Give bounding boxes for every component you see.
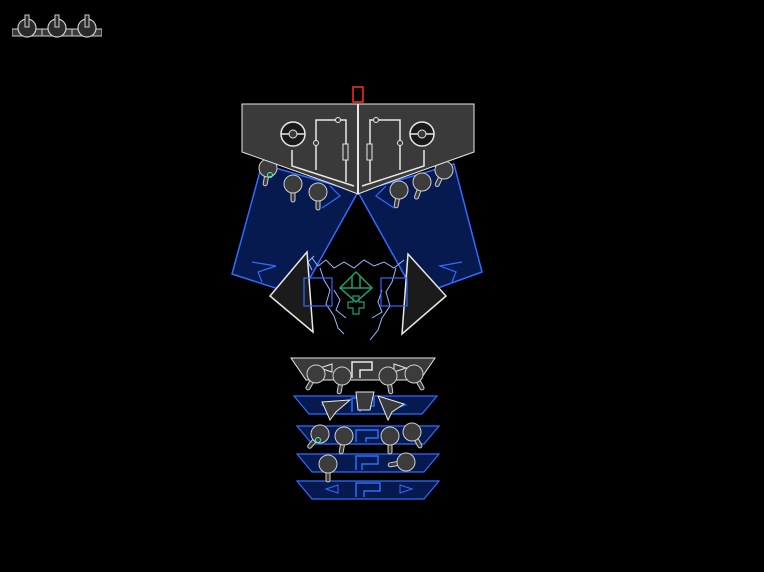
gray-dome-turret-icon [283, 174, 303, 203]
upper-turret-row [258, 158, 454, 211]
lives-indicator [12, 12, 102, 42]
gray-dome-turret-icon [404, 364, 425, 391]
left-wing-blade [268, 250, 314, 334]
gray-dome-turret-icon [378, 366, 398, 395]
gray-dome-turret-icon [412, 172, 432, 200]
tail-segment-4 [295, 453, 441, 473]
green-marker-icon [315, 437, 321, 443]
ship-life-icon [12, 14, 42, 38]
tail-segment-5 [295, 480, 441, 500]
gray-dome-turret-icon [389, 180, 409, 209]
gray-dome-turret-icon [318, 454, 338, 483]
gray-dome-turret-icon [387, 452, 416, 472]
gray-dome-turret-icon [334, 426, 354, 455]
gray-dome-turret-icon [380, 426, 400, 455]
top-hull [241, 103, 475, 195]
ship-life-icon [42, 14, 72, 38]
lower-turret-group [305, 364, 425, 483]
gray-dome-turret-icon [305, 364, 326, 391]
right-eye-pod [409, 121, 435, 147]
gray-dome-turret-icon [332, 366, 352, 395]
ship-life-icon [72, 14, 102, 38]
red-weak-point-icon [352, 86, 364, 103]
gray-dome-turret-icon [308, 182, 328, 211]
left-eye-pod [280, 121, 306, 147]
gray-dome-turret-icon [402, 422, 423, 449]
green-crystal-core-icon [338, 270, 374, 315]
right-wing-blade [401, 252, 448, 336]
left-shield-box [303, 277, 333, 307]
green-marker-icon [267, 172, 273, 178]
right-shield-box [380, 277, 408, 307]
spike-fighter [321, 391, 406, 422]
electric-arcs [307, 255, 405, 341]
